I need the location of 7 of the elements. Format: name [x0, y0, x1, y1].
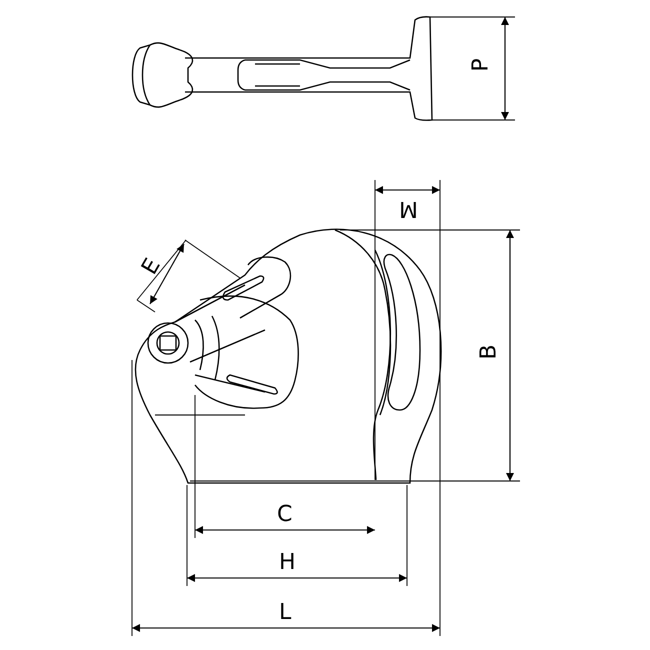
dimension-label: B — [478, 344, 501, 360]
dimension-label: P — [470, 58, 493, 72]
dimension-label: L — [279, 602, 292, 624]
dimension-label: E — [138, 255, 165, 279]
dimension-label: H — [279, 552, 296, 574]
dimension-label: C — [277, 504, 292, 526]
dimension-label: M — [399, 197, 418, 219]
